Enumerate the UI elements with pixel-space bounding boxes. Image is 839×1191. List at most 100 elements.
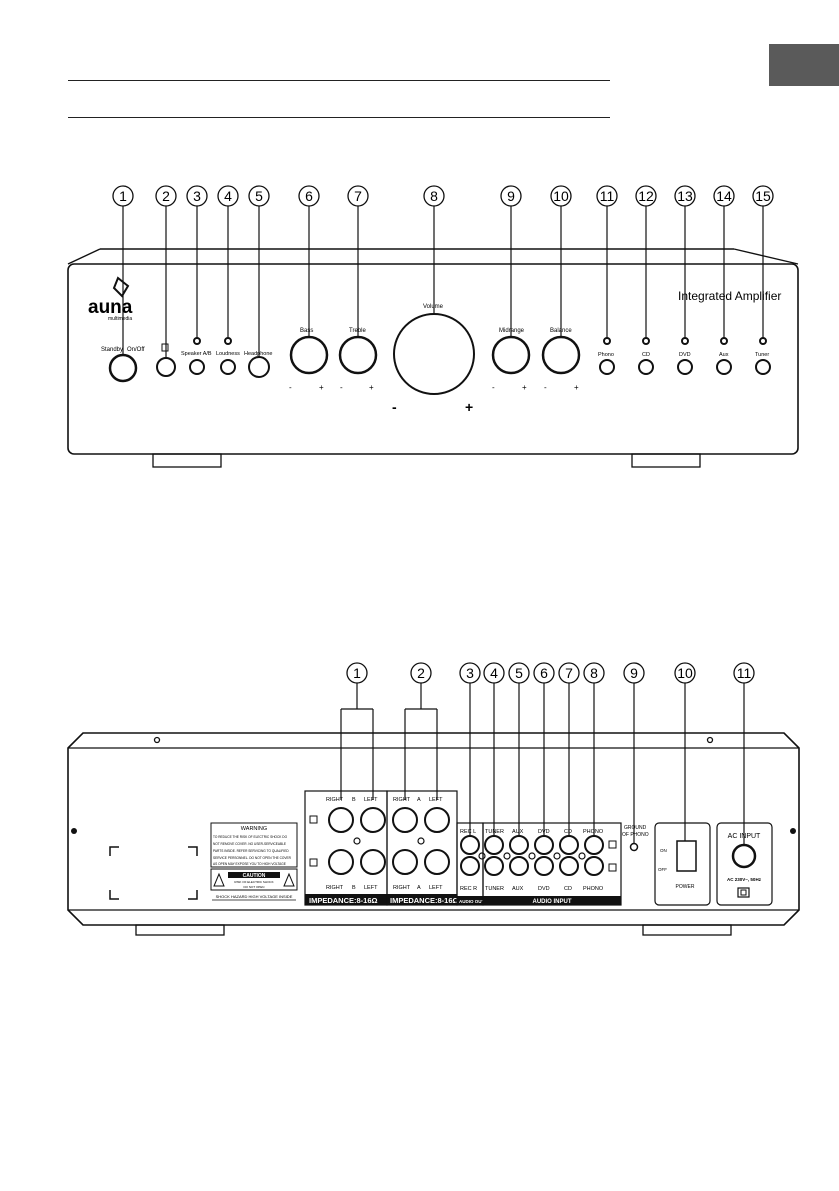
ac-power-socket[interactable] [731,843,757,869]
svg-text:A: A [417,885,421,891]
standby-button[interactable] [108,353,138,383]
tuner-button[interactable] [755,359,771,375]
front-callout-number: 14 [716,188,732,204]
front-callout-circle [347,185,369,207]
rear-callout-number: 10 [677,665,693,681]
rear-callout-circle [483,662,505,684]
dvd-in-right-jack[interactable] [534,856,554,876]
svg-text:LEFT: LEFT [429,797,443,803]
front-callout-circle [752,185,774,207]
svg-text:B: B [352,885,356,891]
svg-text:TUNER: TUNER [485,886,504,892]
rear-callout-circle [558,662,580,684]
loudness-label: Loudness [216,351,240,357]
balance-knob[interactable] [541,335,581,375]
svg-text:+: + [574,383,579,392]
aux-led [720,337,728,345]
rear-callout-circle [459,662,481,684]
speaker-led [193,337,201,345]
rear-foot-left [135,924,225,936]
power-switch[interactable] [676,840,697,872]
aux-in-left-jack[interactable] [509,835,529,855]
rear-callout-number: 9 [630,665,638,681]
svg-text:DO NOT OPEN: DO NOT OPEN [244,885,265,889]
ac-input-block [716,822,773,906]
ac-input-label: AC INPUT [728,833,761,840]
power-button[interactable] [156,357,176,377]
midrange-label: Midrange [499,328,525,334]
speaker-b-right-plus[interactable] [328,807,354,833]
tuner-in-right-jack[interactable] [484,856,504,876]
svg-text:DVD: DVD [538,886,550,892]
aux-button[interactable] [716,359,732,375]
brand-logo-icon [112,276,130,298]
svg-text:RIGHT: RIGHT [393,885,411,891]
rear-callout-circle [674,662,696,684]
front-callout-number: 6 [305,188,313,204]
phono-button[interactable] [599,359,615,375]
header-rule-bottom [68,117,610,118]
front-callout-circle [248,185,270,207]
rear-callout-number: 6 [540,665,548,681]
rear-callout-number: 3 [466,665,474,681]
front-callout-circle [674,185,696,207]
rear-callout-circle [583,662,605,684]
treble-label: Treble [349,328,366,334]
rear-callout-number: 11 [737,665,752,681]
svg-text:+: + [465,399,473,415]
cd-in-left-jack[interactable] [559,835,579,855]
ground-terminal[interactable] [629,842,639,852]
speaker-a-right-minus[interactable] [392,849,418,875]
ground-label-2: OF PHONO [622,832,649,838]
tuner-in-left-jack[interactable] [484,835,504,855]
screw-icon [153,736,161,744]
speaker-ab-button[interactable] [189,359,205,375]
volume-knob[interactable] [393,313,475,395]
rear-callout-circle [508,662,530,684]
front-callout-number: 2 [162,188,170,204]
dvd-label: DVD [679,352,691,358]
phono-in-right-jack[interactable] [584,856,604,876]
front-callout-circle [500,185,522,207]
speaker-b-left-minus[interactable] [360,849,386,875]
front-foot-right [631,453,701,468]
front-callout-number: 9 [507,188,515,204]
bass-knob[interactable] [289,335,329,375]
svg-text:-: - [392,399,397,415]
power-on-label: ON [660,848,667,853]
cd-label: CD [642,352,650,358]
rear-callout-number: 8 [590,665,598,681]
cd-button[interactable] [638,359,654,375]
svg-text:TUNER: TUNER [485,829,504,835]
midrange-knob[interactable] [491,335,531,375]
treble-knob[interactable] [338,335,378,375]
front-callout-circle [298,185,320,207]
balance-label: Balance [550,328,572,334]
speaker-a-left-plus[interactable] [424,807,450,833]
aux-in-right-jack[interactable] [509,856,529,876]
speaker-b-right-minus[interactable] [328,849,354,875]
caution-title: CAUTION [243,873,266,879]
rec-out-right-jack[interactable] [460,856,480,876]
double-insulation-icon [737,887,750,898]
vent-area [109,846,198,900]
svg-text:SERVICE PERSONNEL. DO NOT OPEN: SERVICE PERSONNEL. DO NOT OPEN THE COVER [213,856,292,860]
header-rule-top [68,80,610,81]
svg-text:-: - [289,383,292,392]
loudness-button[interactable] [220,359,236,375]
dvd-in-left-jack[interactable] [534,835,554,855]
speaker-a-left-minus[interactable] [424,849,450,875]
brand-name: auna [88,297,133,318]
svg-text:AUX: AUX [512,886,524,892]
dvd-button[interactable] [677,359,693,375]
svg-text:LEFT: LEFT [429,885,443,891]
front-callout-number: 4 [224,188,232,204]
speaker-b-left-plus[interactable] [360,807,386,833]
rear-callout-number: 7 [565,665,573,681]
cd-in-right-jack[interactable] [559,856,579,876]
speaker-a-right-plus[interactable] [392,807,418,833]
rec-out-left-jack[interactable] [460,835,480,855]
phono-in-left-jack[interactable] [584,835,604,855]
headphone-jack[interactable] [248,356,270,378]
